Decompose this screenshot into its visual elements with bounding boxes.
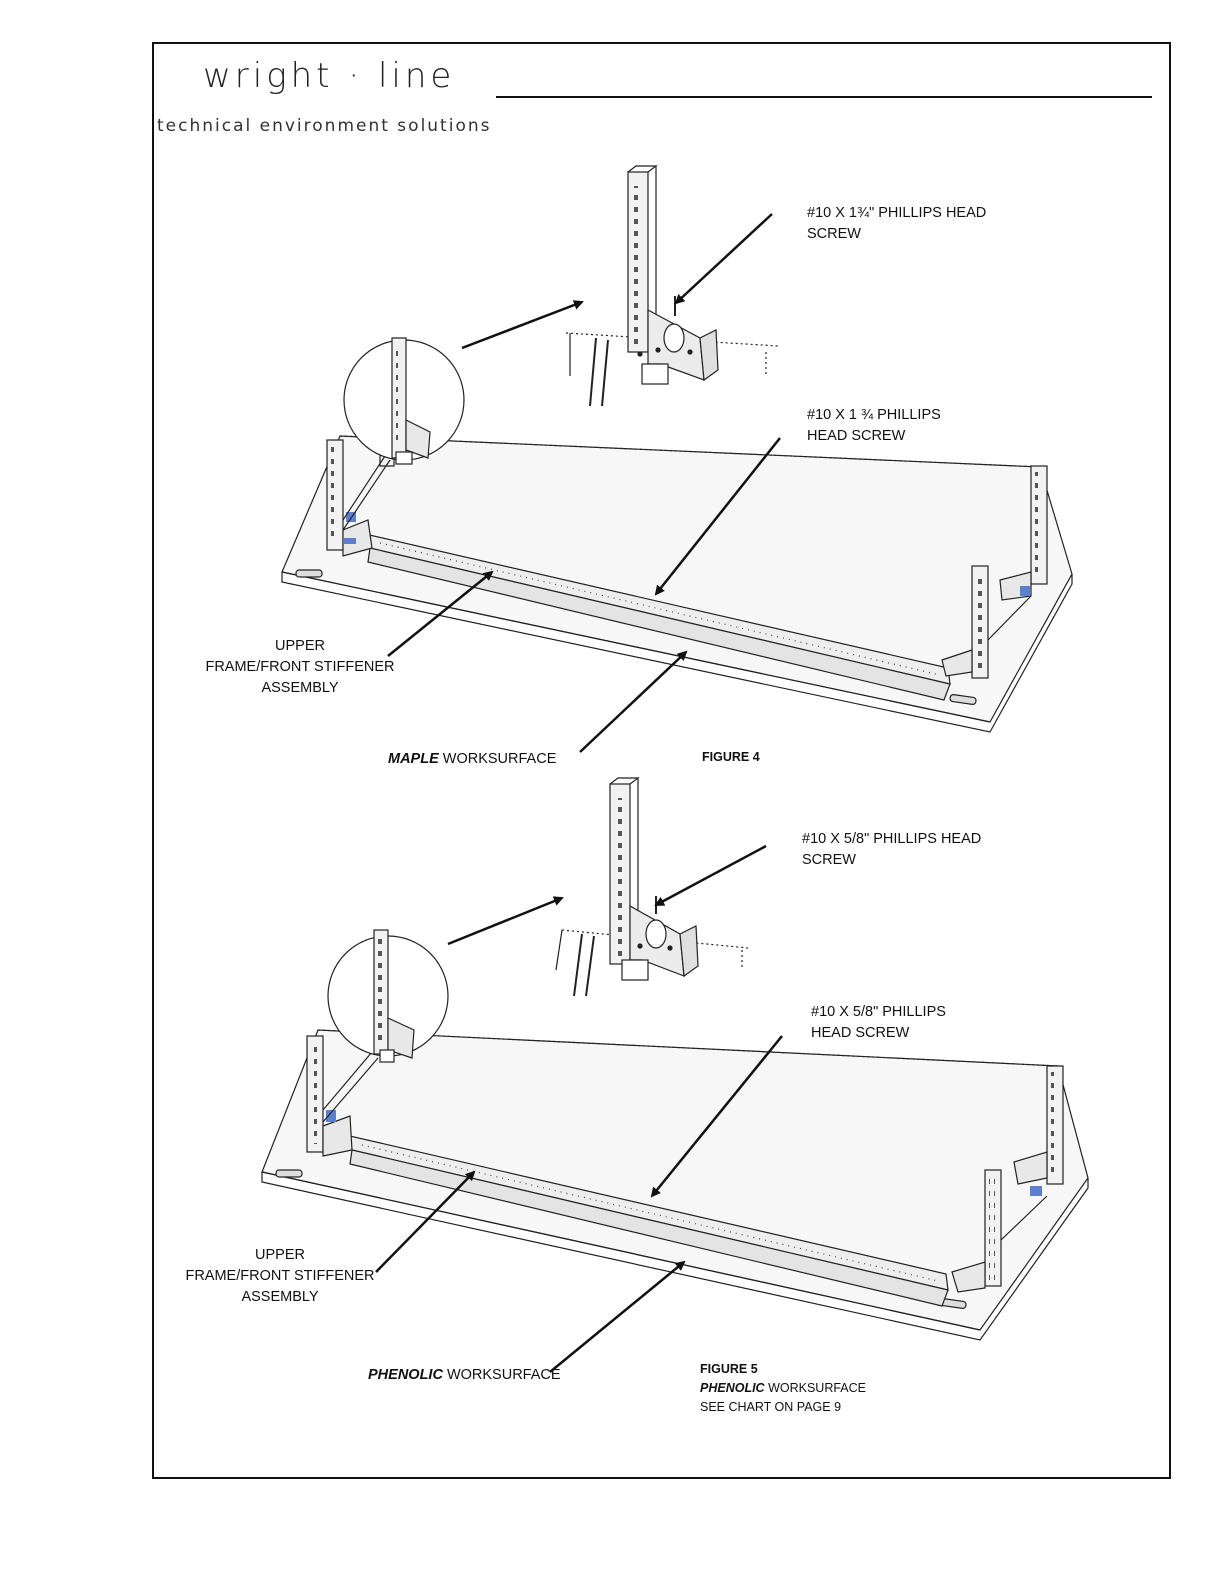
fig4-arrow-screw-top bbox=[674, 213, 773, 305]
fig4-surface-material: MAPLE bbox=[388, 751, 439, 767]
fig4-arrow-screw-mid bbox=[654, 437, 781, 596]
brand-logo: wright · line bbox=[203, 56, 456, 96]
fig5-callout-screw-mid: #10 X 5/8" PHILLIPS HEAD SCREW bbox=[811, 1002, 946, 1044]
fig5-callout-surface: PHENOLIC WORKSURFACE bbox=[368, 1365, 561, 1386]
fig5-callout-frame-line1: UPPER bbox=[255, 1247, 305, 1263]
fig5-callout-frame-line2: FRAME/FRONT STIFFENER bbox=[185, 1268, 375, 1284]
fig5-surface-label: WORKSURFACE bbox=[446, 1367, 561, 1383]
fig5-surface-material: PHENOLIC bbox=[368, 1367, 443, 1383]
fig5-arrow-frame bbox=[375, 1170, 476, 1273]
fig4-arrow-surface bbox=[579, 650, 688, 753]
fig5-callout-screw-mid-line1: #10 X 5/8" PHILLIPS bbox=[811, 1004, 946, 1020]
fig5-callout-frame-line3: ASSEMBLY bbox=[241, 1289, 319, 1305]
header-rule bbox=[496, 96, 1152, 98]
fig5-arrow-surface bbox=[549, 1260, 686, 1373]
fig4-caption-text: FIGURE 4 bbox=[702, 750, 760, 764]
brand-tagline: technical environment solutions bbox=[157, 116, 492, 136]
fig4-callout-screw-mid-line2: HEAD SCREW bbox=[807, 428, 906, 444]
fig5-callout-screw-top-line1: #10 X 5/8" PHILLIPS HEAD bbox=[802, 831, 982, 847]
fig4-callout-surface: MAPLE WORKSURFACE bbox=[388, 749, 556, 770]
fig5-caption: FIGURE 5 PHENOLIC WORKSURFACE SEE CHART … bbox=[700, 1360, 866, 1417]
fig4-callout-frame: UPPER FRAME/FRONT STIFFENER ASSEMBLY bbox=[200, 636, 400, 699]
figure-4-drawing bbox=[281, 165, 1073, 753]
fig5-callout-screw-top-line2: SCREW bbox=[802, 852, 856, 868]
fig4-arrow-detail bbox=[461, 300, 584, 350]
fig4-caption: FIGURE 4 bbox=[702, 748, 760, 767]
fig4-callout-screw-top-line2: SCREW bbox=[807, 226, 861, 242]
fig4-callout-screw-top-line1: #10 X 1¾" PHILLIPS HEAD bbox=[807, 205, 987, 221]
fig5-arrow-screw-mid bbox=[650, 1035, 783, 1198]
fig5-enlarged-view bbox=[555, 777, 749, 997]
fig4-callout-screw-mid: #10 X 1 ¾ PHILLIPS HEAD SCREW bbox=[807, 405, 941, 447]
fig5-arrow-detail bbox=[447, 896, 564, 946]
fig5-callout-screw-mid-line2: HEAD SCREW bbox=[811, 1025, 910, 1041]
fig4-enlarged-view bbox=[565, 165, 779, 407]
fig5-arrow-screw-top bbox=[654, 844, 767, 907]
fig4-surface-label: WORKSURFACE bbox=[442, 751, 557, 767]
fig5-caption-surface: WORKSURFACE bbox=[768, 1381, 867, 1395]
page-border bbox=[152, 42, 1171, 1479]
fig4-callout-frame-line3: ASSEMBLY bbox=[261, 680, 339, 696]
fig5-caption-material: PHENOLIC bbox=[700, 1381, 765, 1395]
fig5-caption-reference: SEE CHART ON PAGE 9 bbox=[700, 1400, 842, 1414]
fig5-caption-title: FIGURE 5 bbox=[700, 1362, 758, 1376]
fig4-callout-frame-line2: FRAME/FRONT STIFFENER bbox=[205, 659, 395, 675]
fig5-callout-screw-top: #10 X 5/8" PHILLIPS HEAD SCREW bbox=[802, 829, 981, 871]
fig5-callout-frame: UPPER FRAME/FRONT STIFFENER ASSEMBLY bbox=[180, 1245, 380, 1308]
fig4-callout-frame-line1: UPPER bbox=[275, 638, 325, 654]
fig4-arrow-frame bbox=[387, 570, 494, 657]
figure-5-drawing bbox=[261, 777, 1089, 1373]
fig4-callout-screw-mid-line1: #10 X 1 ¾ PHILLIPS bbox=[807, 407, 941, 423]
fig4-callout-screw-top: #10 X 1¾" PHILLIPS HEAD SCREW bbox=[807, 203, 986, 245]
fig4-worksurface bbox=[281, 435, 1073, 723]
